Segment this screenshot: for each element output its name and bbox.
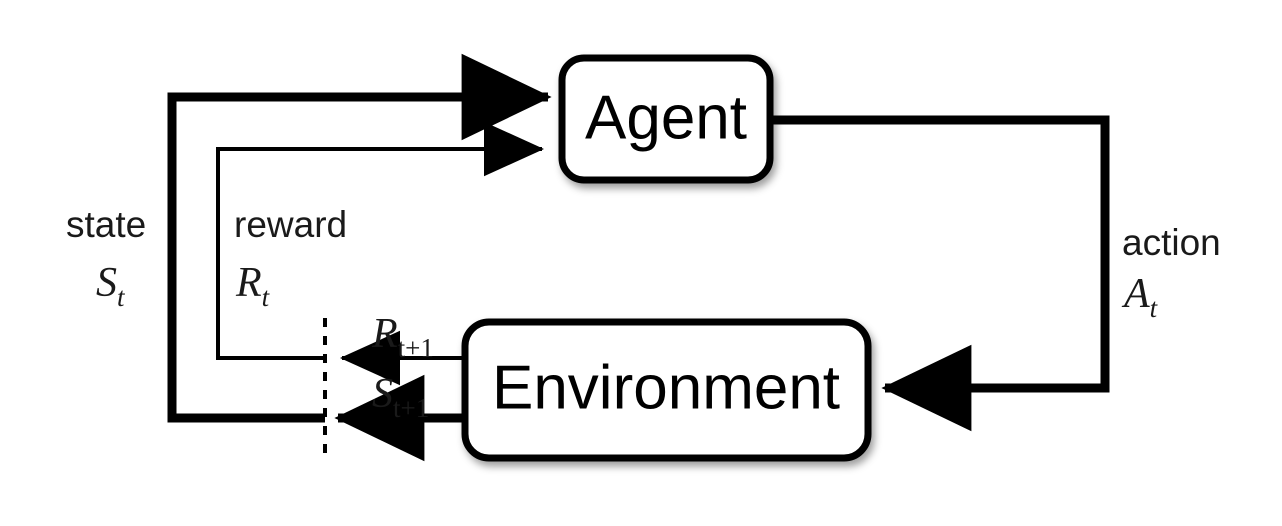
reward-next-symbol-label: Rt+1: [371, 311, 434, 363]
action-symbol-glyph: A: [1121, 271, 1150, 317]
action-word-label: action: [1122, 222, 1221, 263]
reward-next-symbol-glyph: R: [371, 311, 398, 357]
edge-state: [167, 53, 552, 423]
label-reward-next: Rt+1: [371, 311, 434, 363]
state-word-label: state: [66, 204, 146, 245]
node-agent[interactable]: Agent: [558, 54, 774, 184]
action-subscript-glyph: t: [1150, 293, 1159, 323]
state-next-subscript-glyph: t+1: [393, 393, 429, 423]
label-reward: reward Rt: [234, 204, 347, 312]
label-state-next: St+1: [372, 371, 429, 423]
label-state: state St: [66, 204, 146, 312]
agent-label: Agent: [585, 83, 747, 152]
environment-label: Environment: [492, 353, 840, 422]
state-symbol-label: St: [96, 260, 126, 312]
edge-reward: [216, 121, 544, 360]
action-symbol-label: At: [1121, 271, 1159, 323]
state-next-symbol-glyph: S: [372, 371, 393, 417]
reward-word-label: reward: [234, 204, 347, 245]
reward-next-subscript-glyph: t+1: [398, 333, 434, 363]
reward-symbol-label: Rt: [235, 260, 271, 312]
state-path: [167, 53, 552, 423]
edge-action: [770, 115, 1110, 432]
action-path: [770, 115, 1110, 432]
reward-path: [216, 121, 544, 360]
reward-symbol-glyph: R: [235, 260, 262, 306]
state-symbol-glyph: S: [96, 260, 117, 306]
environment-box: [461, 318, 872, 462]
state-next-symbol-label: St+1: [372, 371, 429, 423]
node-environment[interactable]: Environment: [461, 318, 872, 462]
reward-subscript-glyph: t: [262, 282, 271, 312]
state-subscript-glyph: t: [117, 282, 126, 312]
label-action: action At: [1121, 222, 1221, 323]
